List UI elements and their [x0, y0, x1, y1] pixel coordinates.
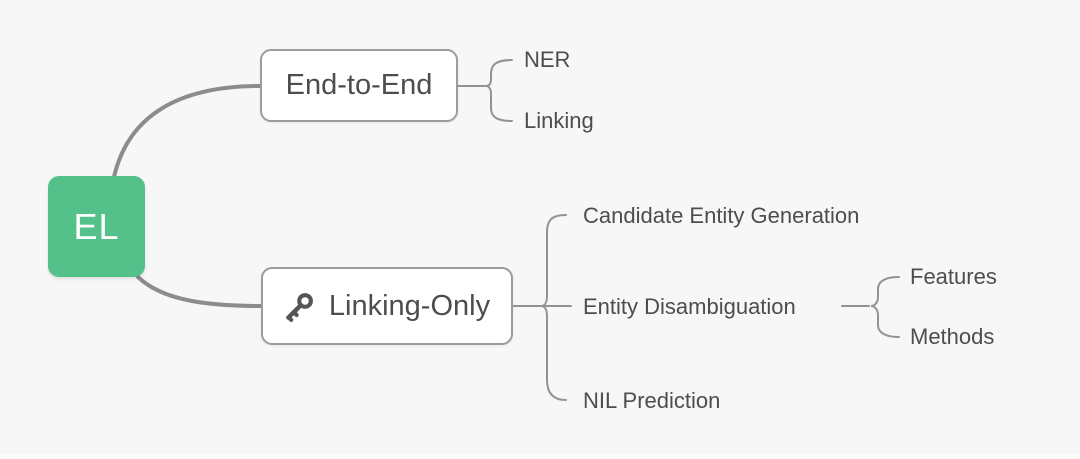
topic-linking[interactable]: Linking — [524, 108, 594, 133]
branch-node-label: End-to-End — [285, 69, 433, 101]
branch-node-label: Linking-Only — [328, 289, 491, 322]
topic-features[interactable]: Features — [910, 264, 997, 289]
bracket-end-to-end-children — [485, 59, 513, 122]
topic-methods[interactable]: Methods — [910, 324, 995, 349]
topic-ner[interactable]: NER — [524, 47, 571, 72]
branch-node-linking-only[interactable]: Linking-Only — [261, 267, 513, 345]
bracket-linking-only-children — [540, 214, 567, 401]
root-node-label: EL — [73, 205, 120, 247]
connector-root-to-linking-only — [136, 275, 263, 308]
canvas-bottom-edge — [0, 453, 1080, 459]
bracket-entity-disambiguation-children — [870, 276, 900, 338]
key-icon — [284, 291, 315, 322]
branch-node-end-to-end[interactable]: End-to-End — [260, 49, 458, 122]
topic-nil-prediction[interactable]: NIL Prediction — [583, 388, 721, 413]
connector-root-to-end-to-end — [112, 84, 262, 179]
topic-candidate-entity-generation[interactable]: Candidate Entity Generation — [583, 203, 860, 228]
topic-entity-disambiguation[interactable]: Entity Disambiguation — [583, 294, 796, 319]
root-node-el[interactable]: EL — [48, 176, 145, 277]
